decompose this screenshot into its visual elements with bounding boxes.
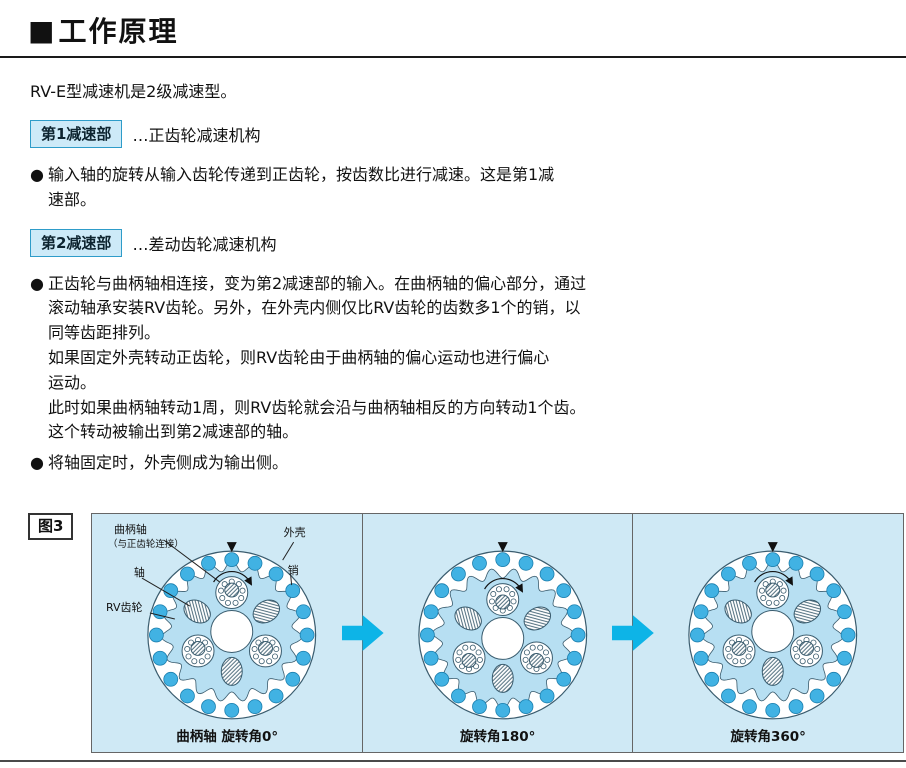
stage1-badge: 第1减速部 xyxy=(30,120,123,148)
pin-label: 销 xyxy=(288,563,299,577)
page-title-text: 工作原理 xyxy=(58,15,179,48)
panel-caption: 曲柄轴 旋转角0° xyxy=(176,728,279,745)
page-title: ■ 工作原理 xyxy=(0,0,906,58)
leader-line xyxy=(164,539,221,583)
housing-label: 外壳 xyxy=(284,525,306,539)
stage1-mechanism-label: …正齿轮减速机构 xyxy=(132,126,261,145)
leader-line xyxy=(142,577,191,607)
stage2-bullet-output: ● 将轴固定时，外壳侧成为输出侧。 xyxy=(30,451,876,476)
panel-caption: 旋转角180° xyxy=(459,728,536,745)
annotation-layer: 曲柄轴 （与正齿轮连接） 外壳 轴 销 RV齿轮 xyxy=(106,522,306,620)
shaft-label: 轴 xyxy=(134,565,145,579)
figure-3: 图3 曲柄轴 （与正齿轮连接） 外壳 轴 销 RV齿轮 xyxy=(28,512,904,753)
page-bottom-rule xyxy=(0,759,906,762)
stage2-bullet-output-text: 将轴固定时，外壳侧成为输出侧。 xyxy=(48,453,289,473)
stage2-heading: 第2减速部 …差动齿轮减速机构 xyxy=(30,228,876,257)
stage2-badge: 第2减速部 xyxy=(30,228,123,257)
stage1-bullet-text: 输入轴的旋转从输入齿轮传递到正齿轮，按齿数比进行减速。这是第1减 速部。 xyxy=(48,165,555,209)
leader-line xyxy=(150,612,176,620)
intro-text: RV-E型减速机是2级减速型。 xyxy=(30,82,237,101)
gear-panel-0deg: 曲柄轴 （与正齿轮连接） 外壳 轴 销 RV齿轮 曲柄轴 旋转角0° xyxy=(92,513,363,752)
stage1-heading: 第1减速部 …正齿轮减速机构 xyxy=(30,120,876,148)
figure-number-label: 图3 xyxy=(28,512,74,540)
leader-line xyxy=(282,541,295,561)
bullet-icon: ● xyxy=(30,273,44,293)
stage2-mechanism-label: …差动齿轮减速机构 xyxy=(132,234,277,254)
gear-diagram-360deg xyxy=(688,542,858,720)
rv-gear-label: RV齿轮 xyxy=(106,600,142,614)
leader-line xyxy=(290,574,293,586)
stage1-bullet: ● 输入轴的旋转从输入齿轮传递到正齿轮，按齿数比进行减速。这是第1减 速部。 xyxy=(30,163,876,213)
bullet-icon: ● xyxy=(30,165,44,184)
gear-diagram-180deg xyxy=(418,542,588,720)
gear-panel-360deg: 旋转角360° xyxy=(633,514,903,752)
figure-diagram-box: 曲柄轴 （与正齿轮连接） 外壳 轴 销 RV齿轮 曲柄轴 旋转角0° 旋转角18… xyxy=(91,512,904,753)
gear-diagram-0deg: 曲柄轴 （与正齿轮连接） 外壳 轴 销 RV齿轮 xyxy=(106,522,317,720)
body-content: RV-E型减速机是2级减速型。 第1减速部 …正齿轮减速机构 ● 输入轴的旋转从… xyxy=(0,78,906,476)
bullet-icon: ● xyxy=(30,453,44,473)
stage2-bullet-main-text: 正齿轮与曲柄轴相连接，变为第2减速部的输入。在曲柄轴的偏心部分，通过 滚动轴承安… xyxy=(48,273,587,442)
panel-caption: 旋转角360° xyxy=(730,728,806,745)
stage2-bullet-main: ● 正齿轮与曲柄轴相连接，变为第2减速部的输入。在曲柄轴的偏心部分，通过 滚动轴… xyxy=(30,272,876,446)
crankshaft-label: 曲柄轴 xyxy=(114,522,147,536)
section-marker-icon: ■ xyxy=(28,13,57,47)
crankshaft-sub-label: （与正齿轮连接） xyxy=(108,538,184,550)
gear-panel-180deg: 旋转角180° xyxy=(363,513,634,752)
